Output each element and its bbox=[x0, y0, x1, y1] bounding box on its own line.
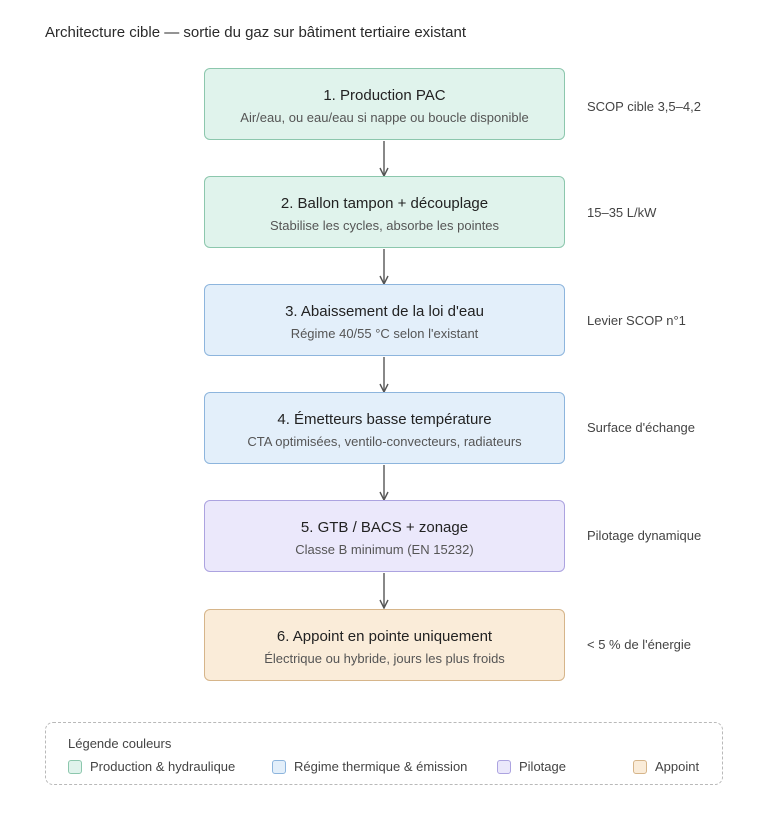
step-note: < 5 % de l'énergie bbox=[587, 637, 692, 652]
step-production-pac: 1. Production PAC Air/eau, ou eau/eau si… bbox=[204, 68, 565, 140]
step-note: Levier SCOP n°1 bbox=[587, 313, 686, 328]
legend-label: Appoint bbox=[655, 759, 700, 774]
step-subtitle: CTA optimisées, ventilo-convecteurs, rad… bbox=[247, 434, 522, 449]
legend-label: Régime thermique & émission bbox=[294, 759, 468, 774]
step-subtitle: Stabilise les cycles, absorbe les pointe… bbox=[269, 218, 500, 233]
step-note: SCOP cible 3,5–4,2 bbox=[587, 99, 701, 114]
legend-label: Production & hydraulique bbox=[90, 759, 236, 774]
step-note: Surface d'échange bbox=[587, 420, 696, 435]
step-title: 6. Appoint en pointe uniquement bbox=[276, 628, 493, 645]
step-title: 4. Émetteurs basse température bbox=[277, 411, 492, 428]
legend-swatch-green bbox=[68, 759, 82, 774]
legend-item-appoint: Appoint bbox=[633, 759, 699, 774]
legend-item-regime: Régime thermique & émission bbox=[272, 759, 467, 774]
step-title: 1. Production PAC bbox=[323, 87, 446, 104]
step-ballon-tampon: 2. Ballon tampon + découplage Stabilise … bbox=[204, 176, 565, 248]
legend-item-pilotage: Pilotage bbox=[497, 759, 566, 774]
legend-item-production: Production & hydraulique bbox=[68, 759, 235, 774]
step-title: 3. Abaissement de la loi d'eau bbox=[285, 303, 484, 320]
step-appoint: 6. Appoint en pointe uniquement Électriq… bbox=[204, 609, 565, 681]
step-subtitle: Classe B minimum (EN 15232) bbox=[295, 542, 474, 557]
step-emetteurs: 4. Émetteurs basse température CTA optim… bbox=[204, 392, 565, 464]
step-note: Pilotage dynamique bbox=[587, 528, 702, 543]
step-note: 15–35 L/kW bbox=[587, 205, 657, 220]
legend-swatch-purple bbox=[497, 759, 511, 774]
legend-title: Légende couleurs bbox=[68, 736, 172, 751]
legend-swatch-blue bbox=[272, 759, 286, 774]
color-legend: Légende couleurs Production & hydrauliqu… bbox=[45, 722, 723, 785]
step-loi-eau: 3. Abaissement de la loi d'eau Régime 40… bbox=[204, 284, 565, 356]
step-subtitle: Air/eau, ou eau/eau si nappe ou boucle d… bbox=[240, 110, 529, 125]
step-subtitle: Électrique ou hybride, jours les plus fr… bbox=[264, 651, 505, 666]
legend-label: Pilotage bbox=[519, 759, 566, 774]
page-title: Architecture cible — sortie du gaz sur b… bbox=[45, 24, 467, 41]
step-title: 2. Ballon tampon + découplage bbox=[280, 195, 489, 212]
legend-swatch-orange bbox=[633, 759, 647, 774]
step-title: 5. GTB / BACS + zonage bbox=[300, 519, 469, 536]
step-subtitle: Régime 40/55 °C selon l'existant bbox=[290, 326, 479, 341]
step-gtb-bacs: 5. GTB / BACS + zonage Classe B minimum … bbox=[204, 500, 565, 572]
